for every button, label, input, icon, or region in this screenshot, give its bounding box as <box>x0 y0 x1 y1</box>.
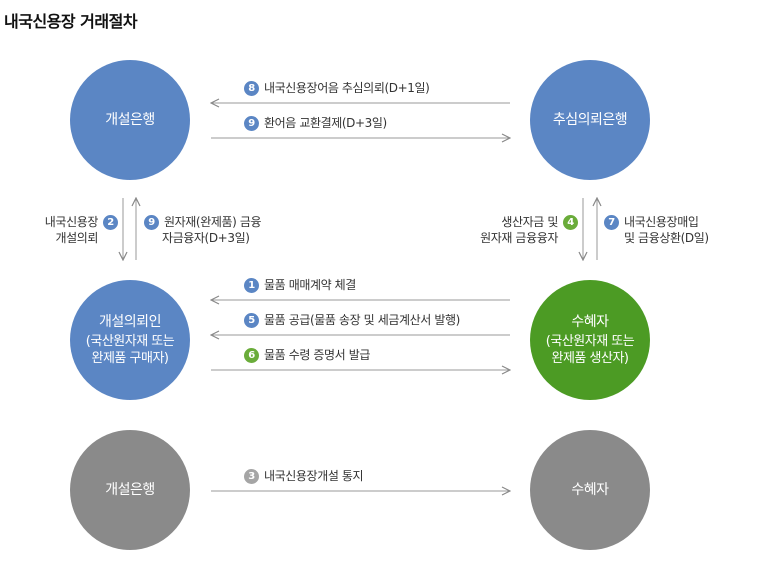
step-1-number: 1 <box>244 278 259 293</box>
step-2-label: 내국신용장 2 개설의뢰 <box>18 214 118 246</box>
step-4-number: 4 <box>563 214 578 230</box>
node-beneficiary-title: 수혜자 <box>571 314 609 330</box>
step-7-number: 7 <box>604 214 619 230</box>
step-8-text: 내국신용장어음 추심의뢰(D+1일) <box>264 81 430 95</box>
step-8-label: 8 내국신용장어음 추심의뢰(D+1일) <box>244 81 430 96</box>
node-negotiating-bank: 추심의뢰은행 <box>530 60 650 180</box>
node-opening-bank: 개설은행 <box>70 60 190 180</box>
step-6-text: 물품 수령 증명서 발급 <box>264 348 371 362</box>
step-1-label: 1 물품 매매계약 체결 <box>244 278 356 293</box>
step-5-label: 5 물품 공급(물품 송장 및 세금계산서 발행) <box>244 313 460 328</box>
step-1-text: 물품 매매계약 체결 <box>264 278 356 292</box>
step-7-line2: 및 금융상환(D일) <box>624 231 709 245</box>
step-8-number: 8 <box>244 81 259 96</box>
step-9a-text: 환어음 교환결제(D+3일) <box>264 116 387 130</box>
node-beneficiary-sub2: 완제품 생산자) <box>551 351 629 366</box>
node-opening-bank-gray-label: 개설은행 <box>105 482 155 498</box>
step-9b-line2: 자금융자(D+3일) <box>162 231 250 245</box>
step-9b-number: 9 <box>144 214 159 230</box>
node-beneficiary: 수혜자 (국산원자재 또는 완제품 생산자) <box>530 280 650 400</box>
step-4-line1: 생산자금 및 <box>501 215 558 229</box>
step-6-number: 6 <box>244 348 259 363</box>
step-4-line2: 원자재 금융융자 <box>480 231 558 245</box>
step-4-label: 생산자금 및 4 원자재 금융융자 <box>440 214 578 246</box>
node-applicant-sub1: (국산원자재 또는 <box>85 334 175 349</box>
step-3-text: 내국신용장개설 통지 <box>264 469 364 483</box>
node-applicant-title: 개설의뢰인 <box>99 314 161 330</box>
step-9b-line1: 원자재(완제품) 금융 <box>164 215 262 229</box>
node-applicant: 개설의뢰인 (국산원자재 또는 완제품 구매자) <box>70 280 190 400</box>
step-3-label: 3 내국신용장개설 통지 <box>244 469 364 484</box>
step-7-label: 7 내국신용장매입 및 금융상환(D일) <box>604 214 709 246</box>
step-6-label: 6 물품 수령 증명서 발급 <box>244 348 370 363</box>
step-9a-label: 9 환어음 교환결제(D+3일) <box>244 116 387 131</box>
node-beneficiary-gray-label: 수혜자 <box>571 482 609 498</box>
node-negotiating-bank-label: 추심의뢰은행 <box>552 112 628 128</box>
node-beneficiary-gray: 수혜자 <box>530 430 650 550</box>
step-7-line1: 내국신용장매입 <box>624 215 699 229</box>
page-title: 내국신용장 거래절차 <box>4 12 138 31</box>
step-2-line2: 개설의뢰 <box>55 231 98 245</box>
step-5-text: 물품 공급(물품 송장 및 세금계산서 발행) <box>264 313 460 327</box>
node-opening-bank-label: 개설은행 <box>105 112 155 128</box>
step-9b-label: 9 원자재(완제품) 금융 자금융자(D+3일) <box>144 214 262 246</box>
node-beneficiary-sub1: (국산원자재 또는 <box>545 334 635 349</box>
step-5-number: 5 <box>244 313 259 328</box>
step-2-line1: 내국신용장 <box>44 215 99 229</box>
step-3-number: 3 <box>244 469 259 484</box>
step-2-number: 2 <box>103 214 118 230</box>
node-opening-bank-gray: 개설은행 <box>70 430 190 550</box>
step-9a-number: 9 <box>244 116 259 131</box>
node-applicant-sub2: 완제품 구매자) <box>91 351 169 366</box>
